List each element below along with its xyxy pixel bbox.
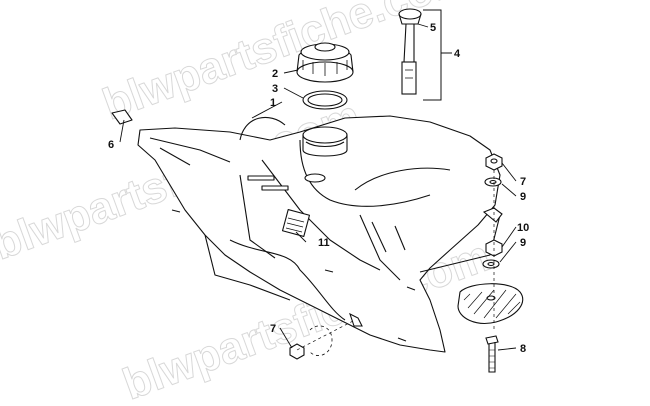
callout-5: 5	[430, 22, 436, 34]
callout-4: 4	[454, 48, 461, 60]
cap-gasket	[302, 90, 348, 110]
callout-2: 2	[272, 68, 278, 80]
callout-3: 3	[272, 83, 278, 95]
callout-11: 11	[318, 237, 330, 249]
callout-7-lower: 7	[270, 323, 276, 335]
callout-7-upper: 7	[520, 176, 526, 188]
callout-10: 10	[517, 222, 529, 234]
mount-hardware	[457, 153, 524, 373]
leader-lines	[119, 23, 517, 351]
lower-mount-hardware	[289, 312, 363, 360]
fuel-cap	[296, 42, 354, 83]
callout-6: 6	[108, 139, 114, 151]
fuel-gauge-sender	[398, 8, 422, 95]
fuel-tank	[111, 109, 501, 353]
callout-bracket-4	[423, 9, 452, 101]
callout-1: 1	[270, 97, 276, 109]
callout-8: 8	[520, 343, 526, 355]
callout-9-lower: 9	[520, 237, 526, 249]
callout-9-upper: 9	[520, 191, 526, 203]
